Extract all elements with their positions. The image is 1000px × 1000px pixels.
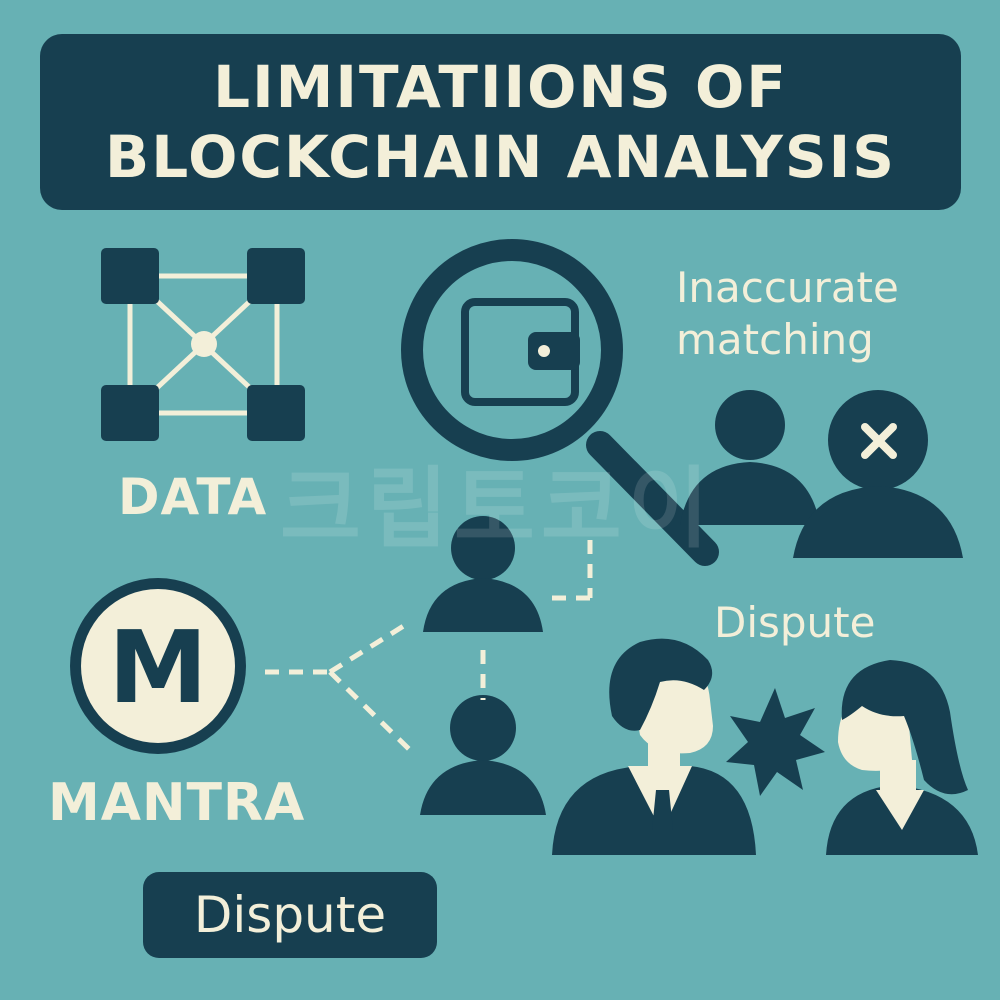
data-label: DATA [118, 468, 268, 526]
person-icon [423, 516, 543, 632]
person-icon [680, 390, 820, 525]
woman-icon [826, 660, 978, 855]
mantra-logo-icon: M [70, 578, 246, 754]
mantra-logo-letter: M [108, 609, 208, 726]
businessman-icon [552, 638, 756, 855]
person-icon [420, 695, 546, 815]
inaccurate-line-2: matching [676, 315, 874, 364]
watermark: 크립토코이 [280, 457, 715, 560]
person-x-icon [793, 390, 963, 558]
wallet-icon [461, 298, 580, 406]
conflict-burst-icon [726, 688, 825, 796]
magnifier-icon [401, 239, 719, 566]
dispute-box-label: Dispute [193, 886, 387, 944]
title-line-2: BLOCKCHAIN ANALYSIS [105, 123, 896, 191]
title-line-1: LIMITATIIONS OF [213, 53, 788, 121]
title-banner: LIMITATIIONS OF BLOCKCHAIN ANALYSIS [40, 34, 961, 210]
connection-lines [265, 540, 593, 754]
inaccurate-line-1: Inaccurate [676, 263, 899, 312]
dispute-box: Dispute [143, 872, 437, 958]
mantra-label: MANTRA [48, 773, 306, 833]
dispute-label: Dispute [714, 598, 876, 647]
inaccurate-matching-label: Inaccurate matching [676, 262, 899, 366]
data-network-icon [101, 248, 305, 441]
